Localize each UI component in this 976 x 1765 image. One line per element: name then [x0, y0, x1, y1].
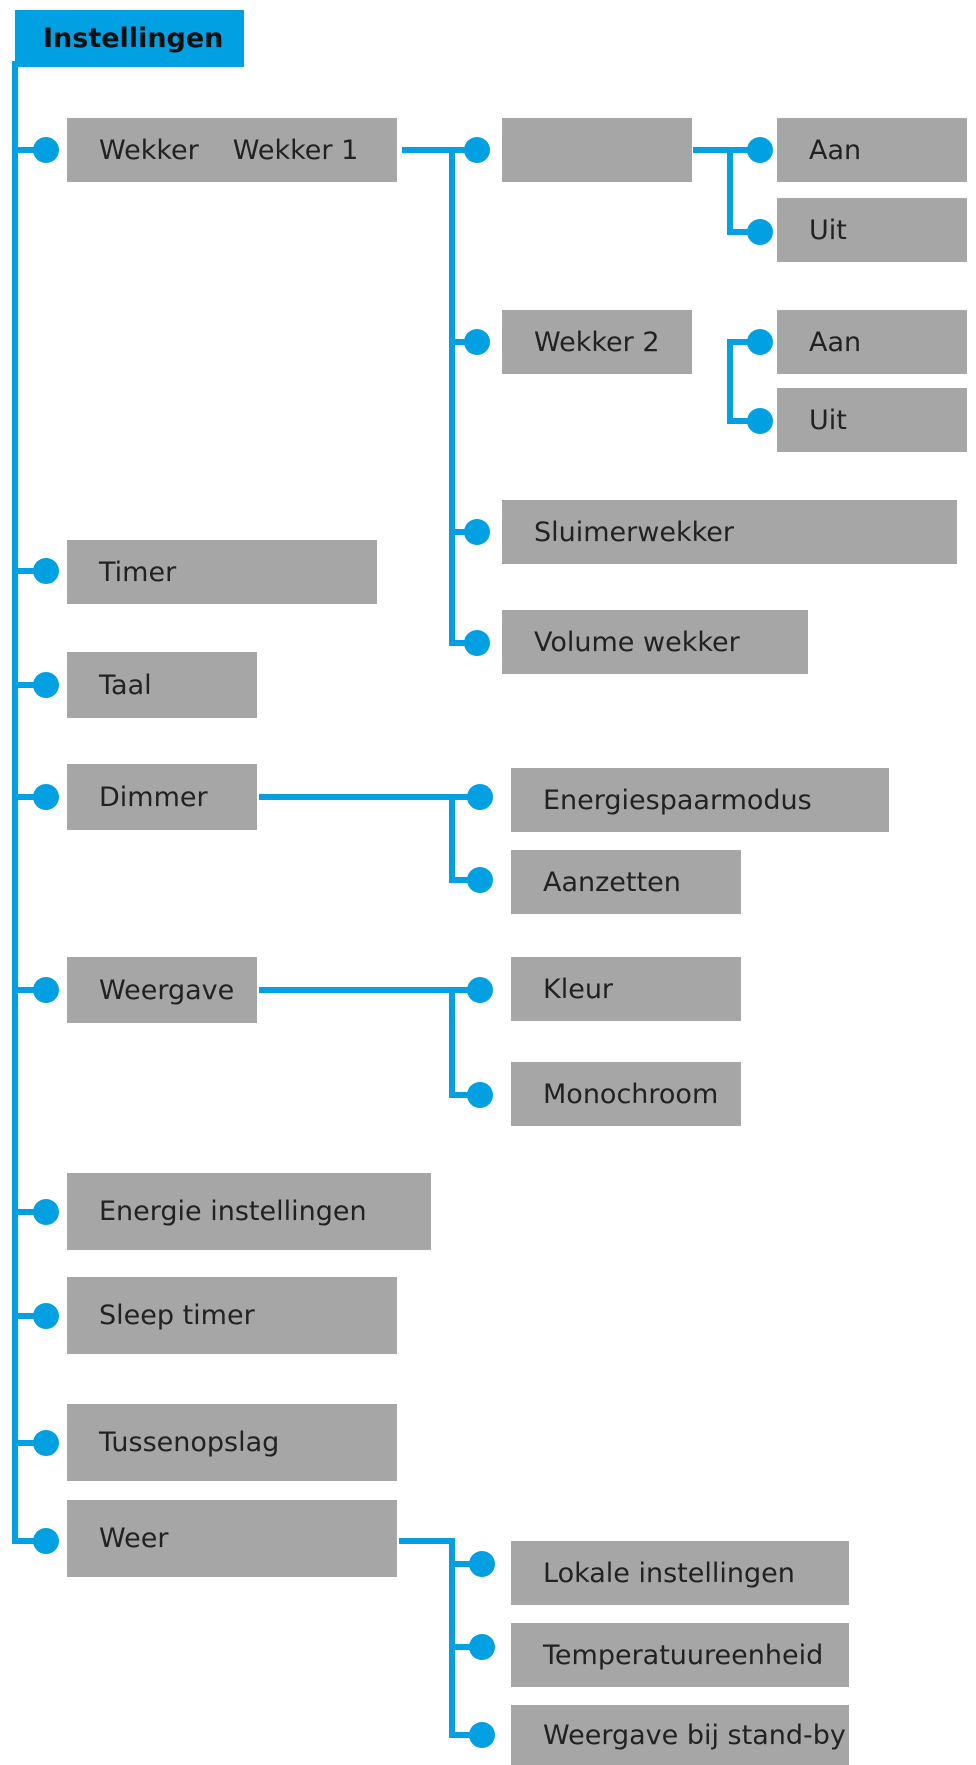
menu-item-energie-instellingen: Energie instellingen [67, 1173, 431, 1250]
menu-item-weergave: Weergave [67, 957, 257, 1023]
dot-volume-wekker [464, 630, 490, 656]
dot-wekker-1-aan [747, 137, 773, 163]
dot-dimmer [33, 784, 59, 810]
menu-item-volume-wekker: Volume wekker [502, 610, 808, 674]
dot-sleep-timer [33, 1303, 59, 1329]
dot-aanzetten [467, 867, 493, 893]
dot-wekker-2 [464, 329, 490, 355]
wekker-1-option-uit: Uit [777, 198, 967, 262]
menu-item-wekker-2: Wekker 2 [502, 310, 692, 374]
menu-item-tussenopslag: Tussenopslag [67, 1404, 397, 1481]
dot-temperatuureenheid [469, 1634, 495, 1660]
wekker-1-option-aan: Aan [777, 118, 967, 182]
weergave-option-kleur: Kleur [511, 957, 741, 1021]
dot-timer [33, 558, 59, 584]
dot-weergave [33, 977, 59, 1003]
dot-lokale-instellingen [469, 1551, 495, 1577]
dot-wekker-2-aan [747, 329, 773, 355]
menu-item-weer: Weer [67, 1500, 397, 1577]
dot-wekker-2-uit [747, 408, 773, 434]
wekker-2-option-uit: Uit [777, 388, 967, 452]
weer-option-weergave-bij-stand-by: Weergave bij stand-by [511, 1705, 849, 1765]
wekker-1-label: Wekker 1 [232, 134, 359, 166]
wekker-label: Wekker [99, 134, 199, 166]
menu-item-sleep-timer: Sleep timer [67, 1277, 397, 1354]
dot-energiespaarmodus [467, 784, 493, 810]
dot-wekker [33, 137, 59, 163]
weer-option-temperatuureenheid: Temperatuureenheid [511, 1623, 849, 1687]
wekker-1-empty-box [502, 118, 692, 182]
menu-item-sluimerwekker: Sluimerwekker [502, 500, 957, 564]
dot-weergave-bij-stand-by [469, 1722, 495, 1748]
dot-tussenopslag [33, 1430, 59, 1456]
wekker-2-option-aan: Aan [777, 310, 967, 374]
dot-wekker-1 [464, 137, 490, 163]
menu-item-taal: Taal [67, 652, 257, 718]
dimmer-option-aanzetten: Aanzetten [511, 850, 741, 914]
weergave-option-monochroom: Monochroom [511, 1062, 741, 1126]
menu-item-timer: Timer [67, 540, 377, 604]
dot-monochroom [467, 1082, 493, 1108]
weer-option-lokale-instellingen: Lokale instellingen [511, 1541, 849, 1605]
root-instellingen: Instellingen [15, 10, 244, 67]
dot-taal [33, 672, 59, 698]
dot-weer [33, 1528, 59, 1554]
dot-wekker-1-uit [747, 219, 773, 245]
menu-item-wekker: Wekker Wekker 1 [67, 118, 397, 182]
dot-energie [33, 1199, 59, 1225]
menu-item-dimmer: Dimmer [67, 764, 257, 830]
dot-kleur [467, 977, 493, 1003]
dot-sluimerwekker [464, 519, 490, 545]
dimmer-option-energiespaarmodus: Energiespaarmodus [511, 768, 889, 832]
